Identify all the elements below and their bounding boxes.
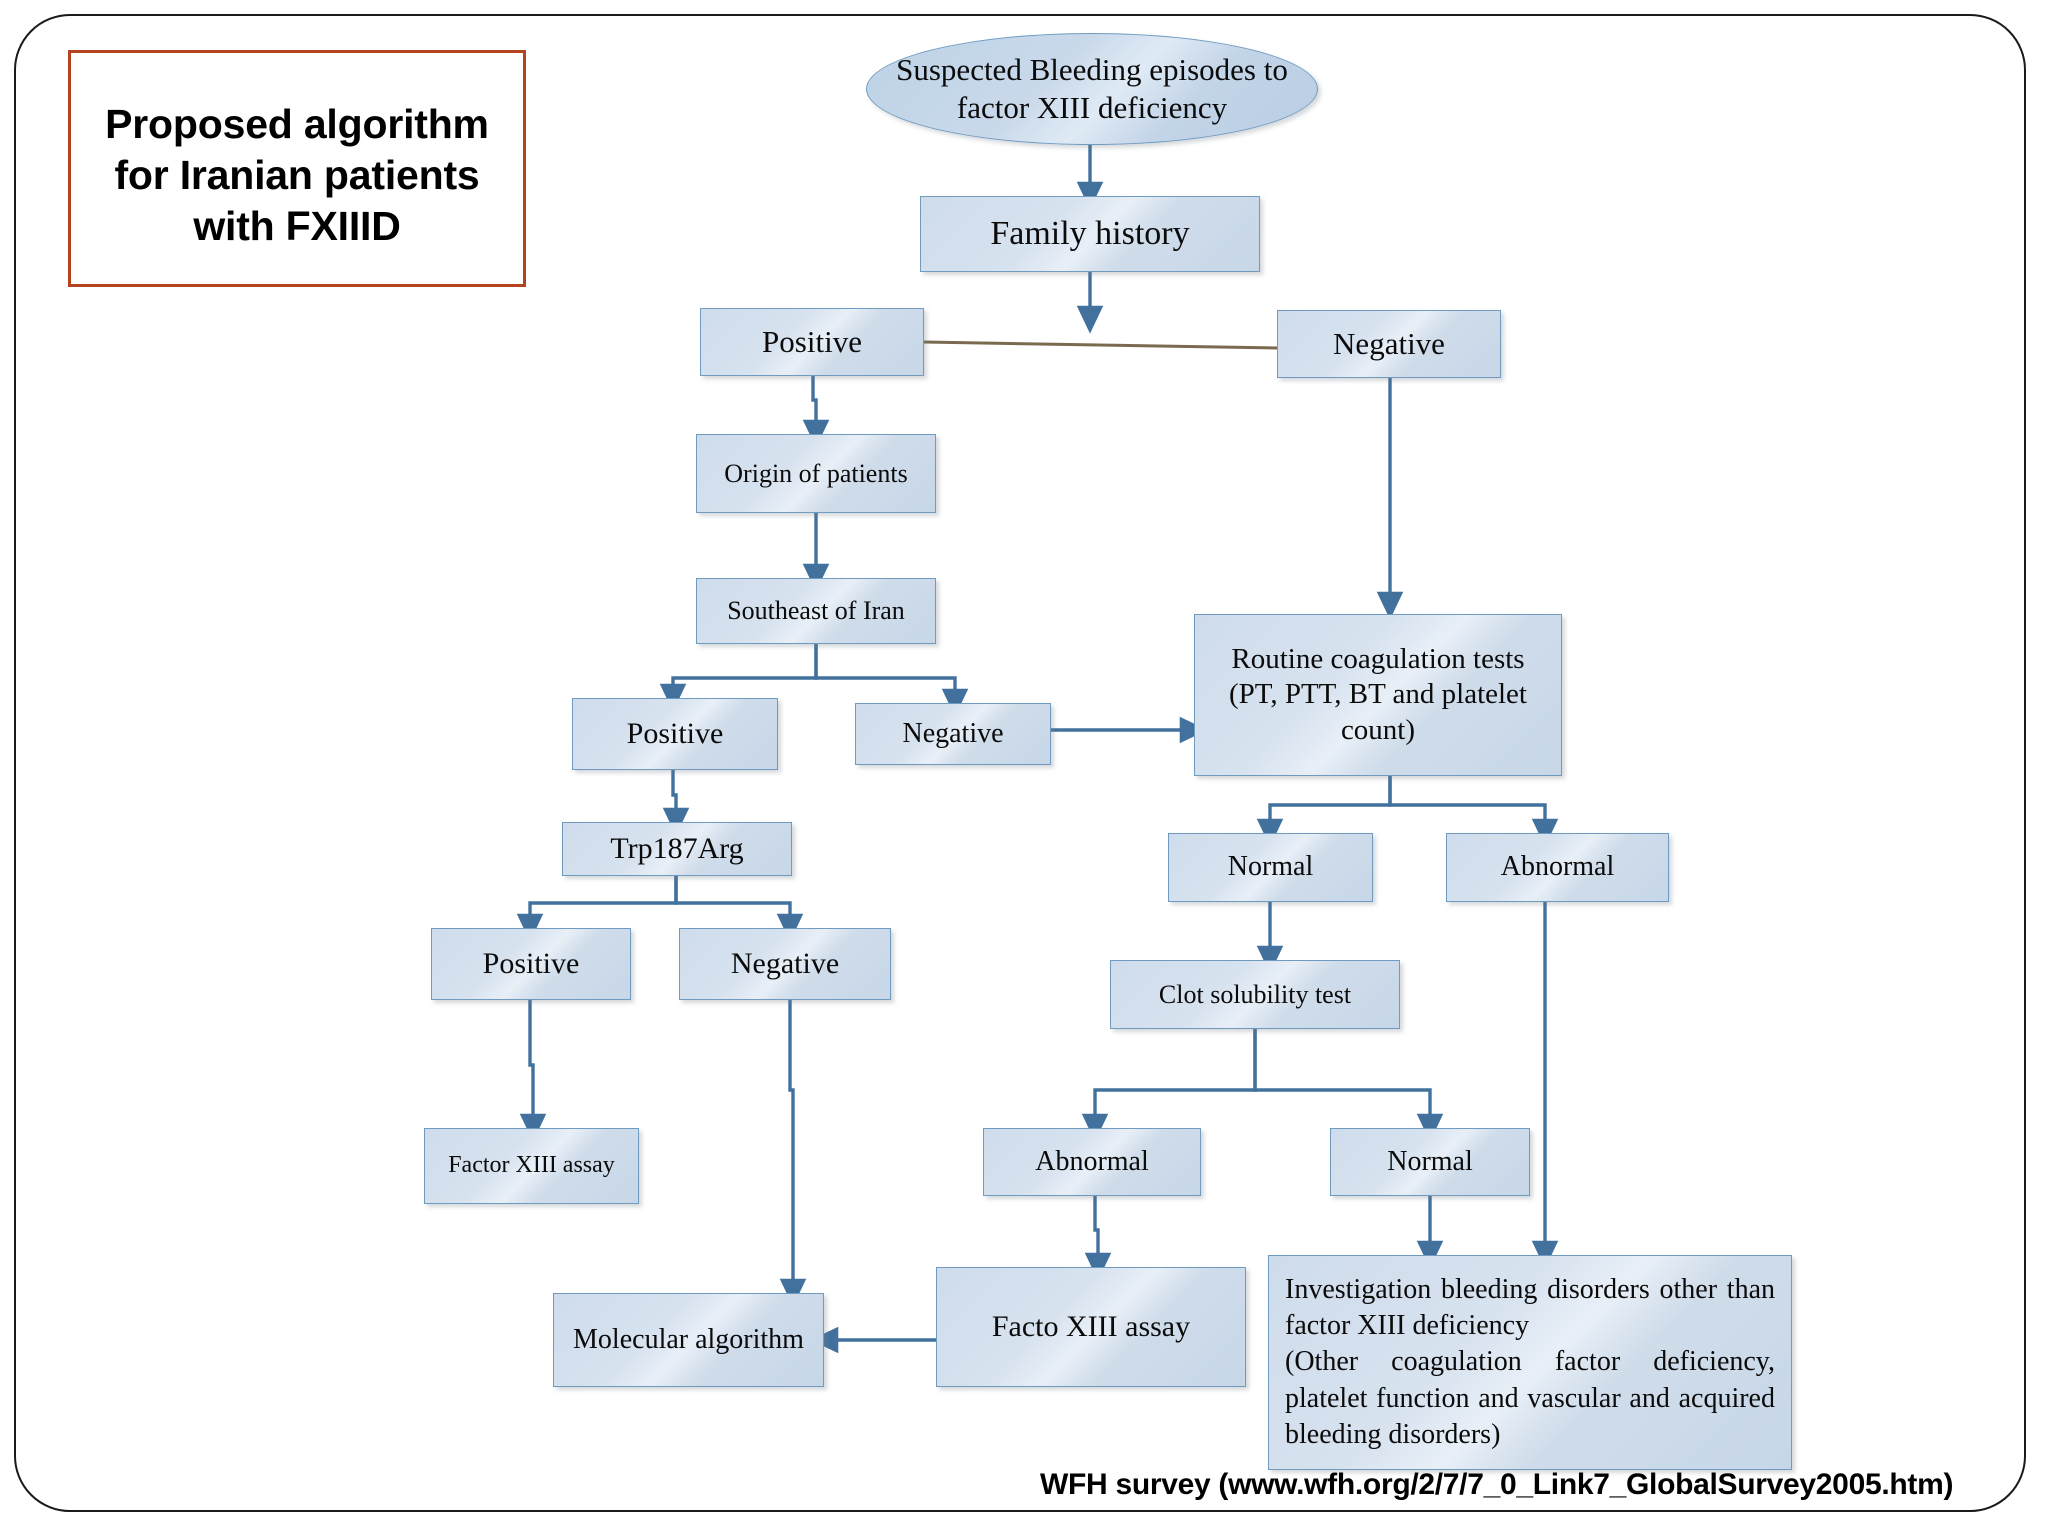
node-coag-normal-label: Normal: [1227, 851, 1314, 883]
node-fh-positive-label: Positive: [762, 324, 862, 360]
edge-routine-split-right: [1388, 776, 1559, 847]
node-origin-of-patients[interactable]: Origin of patients: [696, 434, 936, 513]
node-clot-abnormal-label: Abnormal: [1035, 1145, 1149, 1177]
node-family-history-label: Family history: [990, 215, 1190, 253]
node-trp187arg-label: Trp187Arg: [610, 831, 744, 865]
node-se-positive[interactable]: Positive: [572, 698, 778, 770]
node-investigation-bleeding-disorders[interactable]: Investigation bleeding disorders other t…: [1268, 1255, 1792, 1470]
node-routine-coagulation-tests-label: Routine coagulation tests (PT, PTT, BT a…: [1228, 642, 1527, 746]
node-se-positive-label: Positive: [626, 716, 724, 750]
node-facto-xiii-assay-label: Facto XIII assay: [991, 1309, 1191, 1343]
node-start[interactable]: Suspected Bleeding episodes to factor XI…: [866, 33, 1318, 145]
node-coag-abnormal[interactable]: Abnormal: [1446, 833, 1669, 902]
node-investigation-bleeding-disorders-label: Investigation bleeding disorders other t…: [1285, 1273, 1775, 1451]
node-origin-of-patients-label: Origin of patients: [724, 458, 908, 488]
edge-routine-split-left: [1256, 776, 1392, 847]
node-family-history[interactable]: Family history: [920, 196, 1260, 272]
node-trp187arg[interactable]: Trp187Arg: [562, 822, 792, 876]
edge-clot-split-right: [1253, 1029, 1444, 1142]
node-clot-abnormal[interactable]: Abnormal: [983, 1128, 1201, 1196]
source-footer: WFH survey (www.wfh.org/2/7/7_0_Link7_Gl…: [1040, 1468, 1954, 1501]
edge-clot-abnormal-to-facto: [1084, 1196, 1112, 1281]
title-card: Proposed algorithm for Iranian patients …: [68, 50, 526, 287]
node-coag-abnormal-label: Abnormal: [1500, 851, 1615, 883]
edge-southeast-split-left: [659, 644, 818, 712]
edge-positive-to-origin: [802, 376, 830, 448]
edge-trp-split-right: [674, 876, 804, 942]
node-start-label: Suspected Bleeding episodes to factor XI…: [896, 52, 1288, 125]
node-fh-negative[interactable]: Negative: [1277, 310, 1501, 378]
edge-southeast-split-right: [814, 644, 969, 717]
node-trp-positive-label: Positive: [482, 946, 580, 980]
node-clot-solubility-test-label: Clot solubility test: [1158, 979, 1352, 1009]
node-molecular-algorithm-label: Molecular algorithm: [573, 1323, 804, 1355]
node-clot-solubility-test[interactable]: Clot solubility test: [1110, 960, 1400, 1029]
node-trp-positive[interactable]: Positive: [431, 928, 631, 1000]
edge-clot-split-left: [1081, 1029, 1257, 1142]
node-fh-positive[interactable]: Positive: [700, 308, 924, 376]
node-molecular-algorithm[interactable]: Molecular algorithm: [553, 1293, 824, 1387]
node-clot-normal[interactable]: Normal: [1330, 1128, 1530, 1196]
edge-trp-negative-to-molecular: [779, 1000, 807, 1307]
node-fh-negative-label: Negative: [1333, 326, 1445, 362]
edge-se-positive-to-trp: [662, 770, 690, 836]
page-title: Proposed algorithm for Iranian patients …: [105, 100, 489, 250]
node-trp-negative-label: Negative: [730, 946, 840, 980]
node-coag-normal[interactable]: Normal: [1168, 833, 1373, 902]
node-trp-negative[interactable]: Negative: [679, 928, 891, 1000]
node-factor-xiii-assay-label: Factor XIII assay: [448, 1152, 615, 1179]
edge-trp-split-left: [516, 876, 678, 942]
node-se-negative-label: Negative: [902, 717, 1004, 749]
node-southeast-of-iran-label: Southeast of Iran: [727, 596, 905, 626]
node-routine-coagulation-tests[interactable]: Routine coagulation tests (PT, PTT, BT a…: [1194, 614, 1562, 776]
edge-positive-negative-crosslink: [923, 340, 1278, 350]
node-factor-xiii-assay[interactable]: Factor XIII assay: [424, 1128, 639, 1204]
node-clot-normal-label: Normal: [1387, 1145, 1473, 1177]
node-southeast-of-iran[interactable]: Southeast of Iran: [696, 578, 936, 644]
node-se-negative[interactable]: Negative: [855, 703, 1051, 765]
node-facto-xiii-assay[interactable]: Facto XIII assay: [936, 1267, 1246, 1387]
edge-trp-positive-to-assay: [519, 1000, 547, 1142]
